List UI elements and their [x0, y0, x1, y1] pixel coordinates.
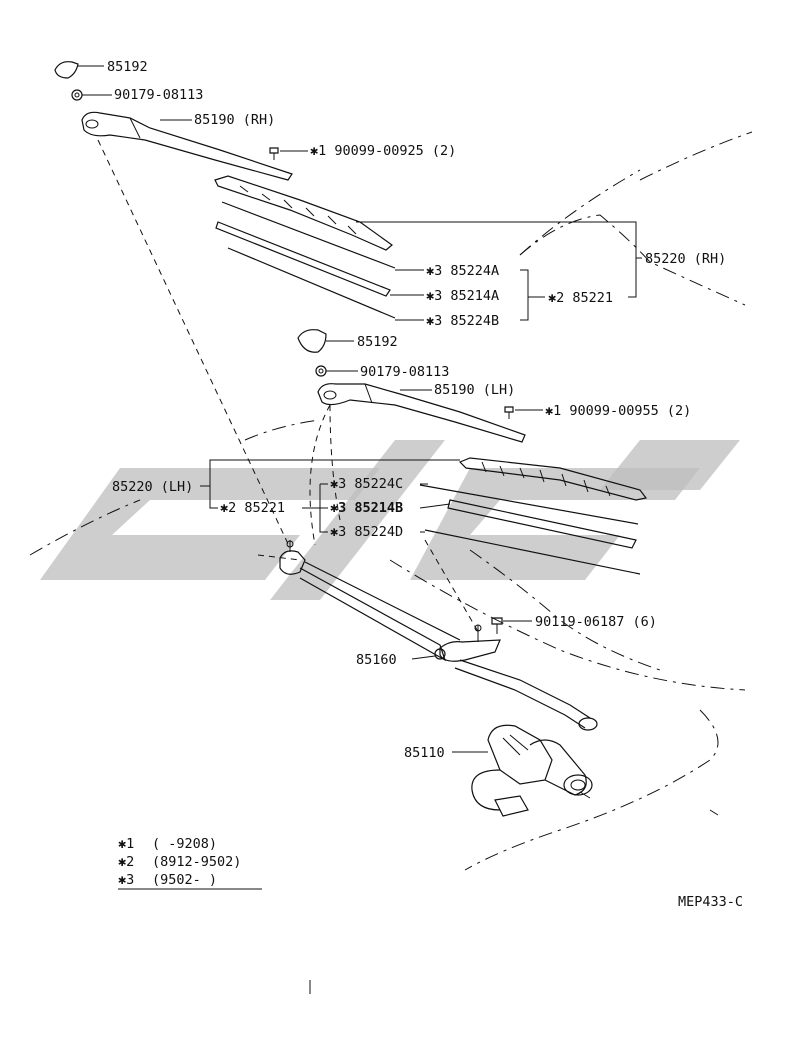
- wiper-arm-rh: [81, 111, 293, 181]
- watermark-logo: [40, 440, 740, 600]
- label-nut-top: 90179-08113: [114, 87, 203, 103]
- legend-mark-1: ✱1: [118, 836, 134, 852]
- legend: ✱1 ( -9208) ✱2 (8912-9502) ✱3 (9502- ): [118, 836, 262, 890]
- screw-icon: [269, 147, 279, 160]
- nut-icon: [315, 365, 327, 377]
- label-rubber-a: ✱3 85224A: [426, 263, 499, 279]
- label-arm-lh: 85190 (LH): [434, 382, 515, 398]
- label-motor: 85110: [404, 745, 445, 761]
- label-blade-rh: 85220 (RH): [645, 251, 726, 267]
- nut-icon: [71, 89, 83, 101]
- wiper-blade-rh: [214, 175, 396, 319]
- label-cap-mid: 85192: [357, 334, 398, 350]
- vehicle-outline: [29, 131, 753, 1000]
- label-blade-lh: 85220 (LH): [112, 479, 193, 495]
- label-rubber-c: ✱3 85224C: [330, 476, 403, 492]
- legend-mark-2: ✱2: [118, 854, 134, 870]
- label-rubber-d: ✱3 85224D: [330, 524, 403, 540]
- legend-range-2: (8912-9502): [152, 854, 241, 870]
- label-nut-mid: 90179-08113: [360, 364, 449, 380]
- legend-range-1: ( -9208): [152, 836, 217, 852]
- diagram-code: MEP433-C: [678, 894, 743, 910]
- screw-icon: [504, 406, 514, 419]
- wiper-linkage: [279, 540, 598, 731]
- label-blade-sub-rh: ✱2 85221: [548, 290, 613, 306]
- label-bolt: 90119-06187 (6): [535, 614, 657, 630]
- wiper-motor: [471, 724, 593, 817]
- wiper-arm-lh: [317, 383, 526, 443]
- label-strip-b: ✱3 85214B: [330, 500, 403, 516]
- label-screw-lh: ✱1 90099-00955 (2): [545, 403, 691, 419]
- cap-icon: [54, 61, 79, 79]
- label-strip-a: ✱3 85214A: [426, 288, 499, 304]
- label-arm-rh: 85190 (RH): [194, 112, 275, 128]
- bolt-icon: [491, 617, 503, 634]
- label-link: 85160: [356, 652, 397, 668]
- wiper-blade-lh: [419, 457, 648, 575]
- label-rubber-b: ✱3 85224B: [426, 313, 499, 329]
- legend-mark-3: ✱3: [118, 872, 134, 888]
- cap-icon: [297, 329, 327, 353]
- legend-range-3: (9502- ): [152, 872, 217, 888]
- label-cap-top: 85192: [107, 59, 148, 75]
- label-screw-rh: ✱1 90099-00925 (2): [310, 143, 456, 159]
- reference-lines: [97, 139, 481, 636]
- label-blade-sub-lh: ✱2 85221: [220, 500, 285, 516]
